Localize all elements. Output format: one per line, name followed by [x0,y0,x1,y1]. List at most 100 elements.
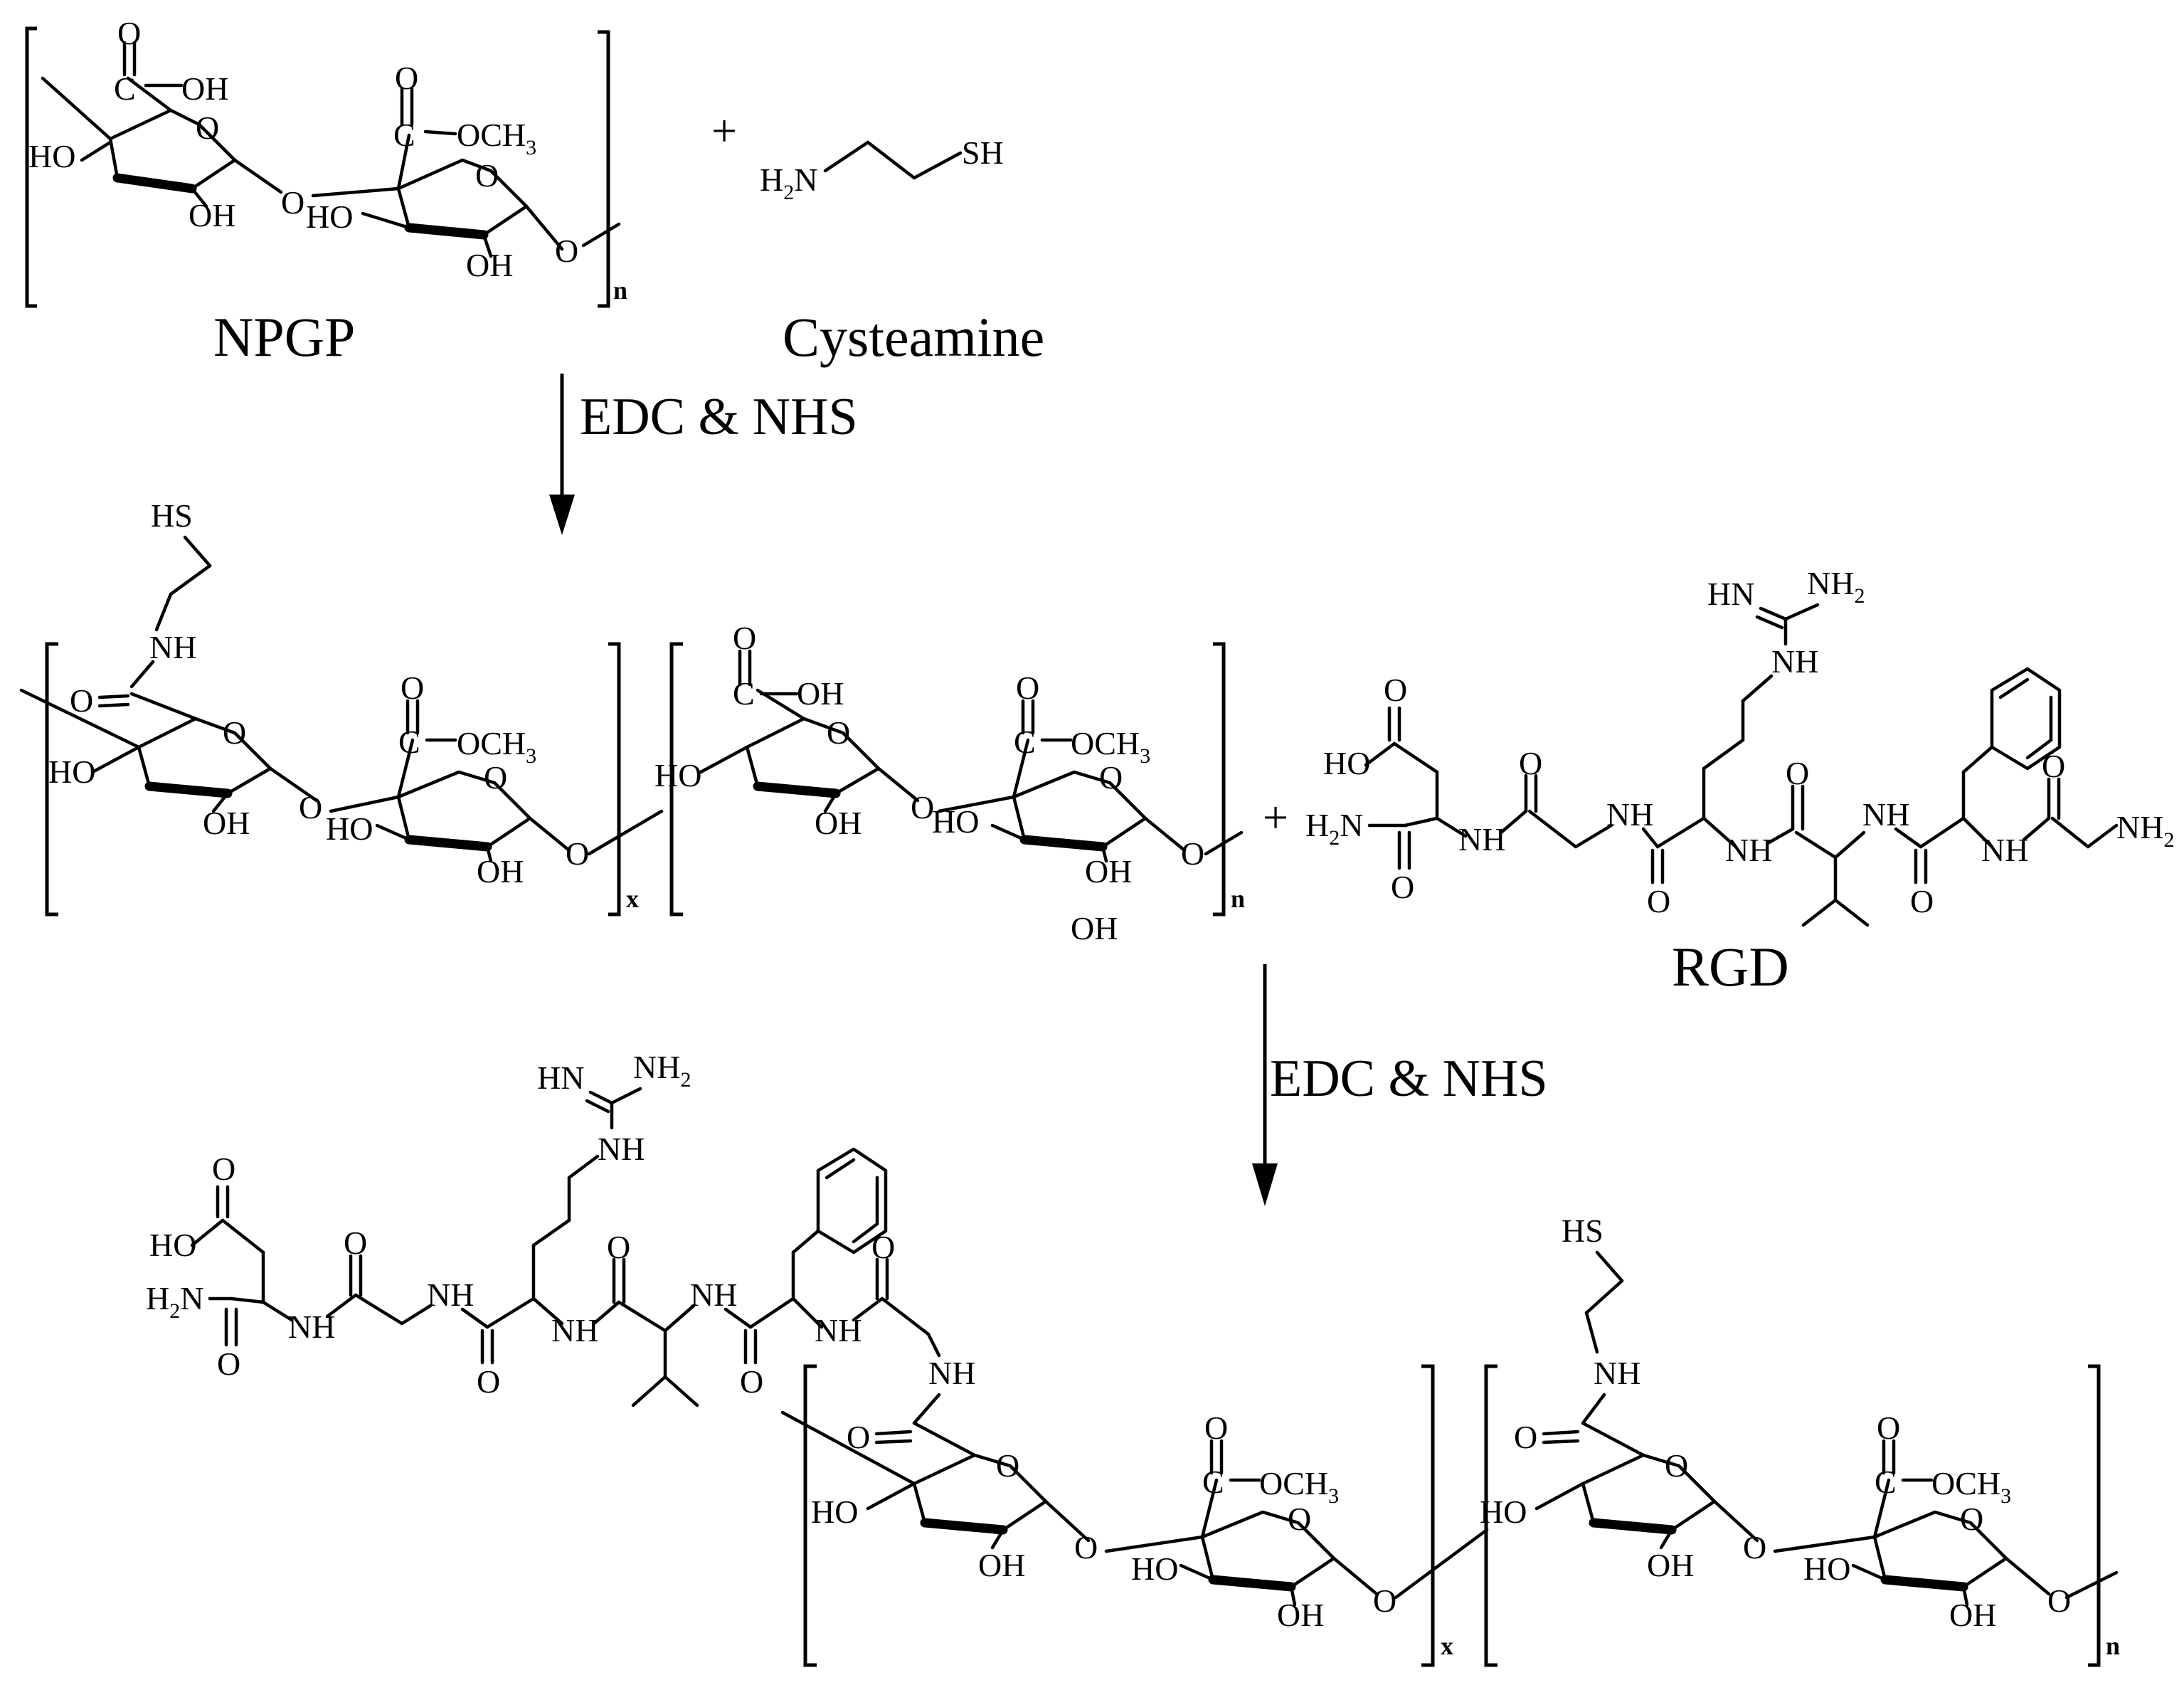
atom-o-link: O [299,789,322,825]
atom-nh: NH [551,1312,598,1348]
thiolated-npgp-structure: x n HS NH O O HO OH O [19,497,1245,946]
atom-ring-o: O [196,110,219,146]
atom-nh: NH [1458,821,1505,857]
label-rgd: RGD [1672,936,1789,998]
atom-ho: HO [1480,1494,1527,1530]
atom-h2n: H2N [760,162,817,204]
atom-och3: OCH3 [1931,1465,2011,1508]
atom-nh2: NH2 [1807,565,1865,608]
atom-nh: NH [427,1277,474,1313]
atom-ring-o: O [1288,1501,1311,1537]
atom-o-link: O [1181,835,1204,872]
atom-o-carbonyl: O [1786,755,1809,791]
atom-ho: HO [654,757,701,793]
atom-oh: OH [1071,910,1118,946]
atom-ho: HO [1803,1551,1850,1587]
atom-ring-o: O [223,714,246,751]
atom-o-amide: O [1514,1419,1537,1455]
atom-oh: OH [815,805,862,841]
atom-ho: HO [932,803,979,840]
atom-o-amide: O [70,682,93,719]
reaction-arrow-2 [1252,964,1278,1206]
atom-ho: HO [811,1494,858,1530]
atom-ring-o: O [827,714,850,751]
atom-hs: HS [1562,1213,1603,1249]
reagents-step-2: EDC & NHS [1270,1050,1548,1108]
repeat-index-n: n [613,276,627,305]
atom-ho: HO [28,138,75,174]
atom-ho: HO [48,754,95,790]
atom-hs: HS [151,497,193,534]
atom-nh: NH [1771,643,1818,680]
label-npgp: NPGP [213,306,355,368]
atom-oh: OH [203,805,250,841]
atom-ring-o: O [475,157,499,194]
atom-oh: OH [1647,1547,1694,1583]
atom-o-carbonyl: O [477,1363,500,1400]
atom-oh: OH [978,1547,1025,1583]
atom-oh: OH [1085,853,1132,889]
atom-o-link: O [1373,1583,1396,1619]
atom-o-carbonyl: O [607,1229,630,1265]
atom-oh: OH [466,247,513,283]
atom-h2n: H2N [146,1280,203,1323]
repeat-index-n: n [1231,884,1245,913]
atom-o-carbonyl: O [1391,869,1414,905]
atom-o-carbonyl: O [1204,1410,1228,1446]
atom-o-carbonyl: O [212,1151,235,1187]
bracket-left [25,26,37,308]
atom-hn: HN [1707,576,1754,612]
atom-oh: OH [477,853,524,889]
atom-ho: HO [149,1227,196,1263]
npgp-structure: O C OH O HO OH O O C OCH3 O HO OH O n [25,15,627,308]
repeat-index-n: n [2106,1632,2120,1660]
atom-nh: NH [1606,796,1653,833]
atom-och3: OCH3 [457,725,536,768]
plus-sign: + [711,105,737,156]
atom-nh: NH [149,629,196,665]
atom-ring-o: O [1665,1447,1688,1484]
product-structure: O HO H2N O NH O NH O NH NH [146,1049,2120,1667]
atom-nh2: NH2 [2116,809,2174,852]
atom-ring-o: O [1099,759,1123,796]
atom-ring-o: O [1960,1501,1983,1537]
atom-o-carbonyl: O [740,1363,763,1400]
atom-nh: NH [1725,832,1772,868]
repeat-index-x: x [1441,1632,1453,1660]
atom-o-link: O [566,835,589,872]
atom-o-carbonyl: O [2042,748,2065,784]
atom-nh: NH [690,1277,737,1313]
atom-o-link: O [911,789,934,825]
atom-c: C [398,724,420,760]
atom-o-carbonyl: O [217,1346,240,1382]
atom-o-carbonyl: O [1519,745,1542,781]
plus-sign: + [1263,792,1288,842]
atom-oh: OH [797,675,844,712]
atom-o-carbonyl: O [1647,883,1670,919]
atom-o-carbonyl: O [733,620,756,656]
atom-o-carbonyl: O [1016,670,1039,706]
atom-o-link: O [1743,1529,1766,1565]
atom-hn: HN [537,1060,584,1096]
atom-o-carbonyl: O [1910,883,1934,919]
atom-o-link: O [281,184,304,221]
atom-o-carbonyl: O [871,1229,895,1265]
atom-c: C [393,117,415,153]
atom-o-link: O [2047,1583,2071,1619]
atom-oh: OH [181,70,228,107]
atom-ho: HO [1131,1551,1178,1587]
cysteamine-structure: H2N SH [760,134,1004,204]
atom-nh: NH [598,1131,645,1167]
atom-nh: NH [928,1355,975,1391]
atom-sh: SH [962,134,1004,171]
atom-o-carbonyl: O [1384,672,1407,708]
atom-c: C [1014,724,1036,760]
atom-ring-o: O [484,759,507,796]
atom-och3: OCH3 [457,117,536,159]
atom-h2n: H2N [1305,807,1363,850]
atom-nh: NH [1981,832,2028,868]
atom-nh: NH [1862,796,1909,833]
atom-o-link: O [555,233,578,269]
atom-oh: OH [1277,1597,1324,1633]
atom-c: C [733,675,755,712]
